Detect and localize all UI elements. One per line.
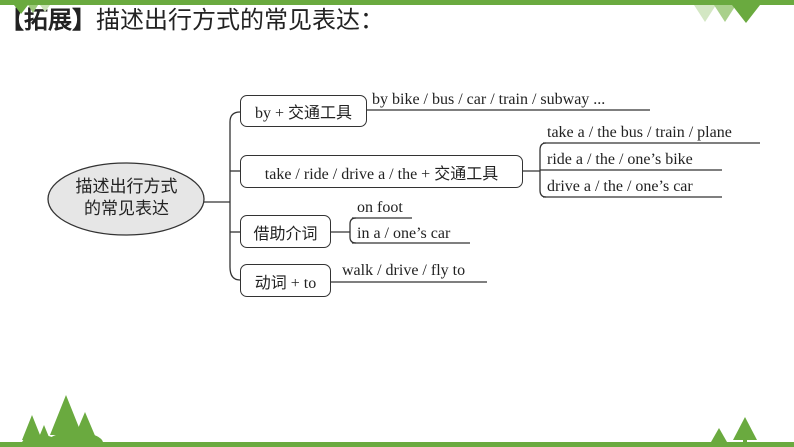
triangle-icon (694, 5, 716, 22)
connector-lines (47, 109, 760, 283)
branch-node-preposition: 借助介词 (240, 215, 331, 248)
leaf-item: take a / the bus / train / plane (547, 124, 732, 141)
leaf-item: on foot (357, 199, 403, 216)
heading-text: 描述出行方式的常见表达： (96, 6, 384, 34)
triangle-icon (732, 5, 760, 23)
central-node-line: 的常见表达 (84, 199, 169, 219)
branch-node-by: by + 交通工具 (240, 95, 367, 127)
leaf-item: ride a / the / one’s bike (547, 151, 693, 168)
triangle-icon (40, 5, 50, 12)
triangle-icon (14, 5, 28, 14)
branch-node-take-ride-drive: take / ride / drive a / the + 交通工具 (240, 155, 523, 188)
leaf-item: by bike / bus / car / train / subway ... (372, 91, 606, 108)
trees-left-icon (22, 395, 103, 447)
top-bar (0, 0, 794, 5)
leaf-item: drive a / the / one’s car (547, 178, 693, 195)
leaf-item: in a / one’s car (357, 225, 451, 242)
bottom-bar (0, 442, 794, 447)
heading-tag: 【拓展】 (0, 6, 96, 34)
central-node: 描述出行方式 的常见表达 (48, 176, 205, 220)
triangle-icon (714, 5, 736, 22)
central-node-line: 描述出行方式 (75, 177, 178, 197)
trees-right-icon (711, 417, 757, 443)
triangle-icon (28, 5, 38, 13)
branch-node-verb-to: 动词 + to (240, 264, 331, 297)
section-heading: 【拓展】描述出行方式的常见表达： (0, 0, 794, 35)
leaf-item: walk / drive / fly to (342, 262, 466, 279)
